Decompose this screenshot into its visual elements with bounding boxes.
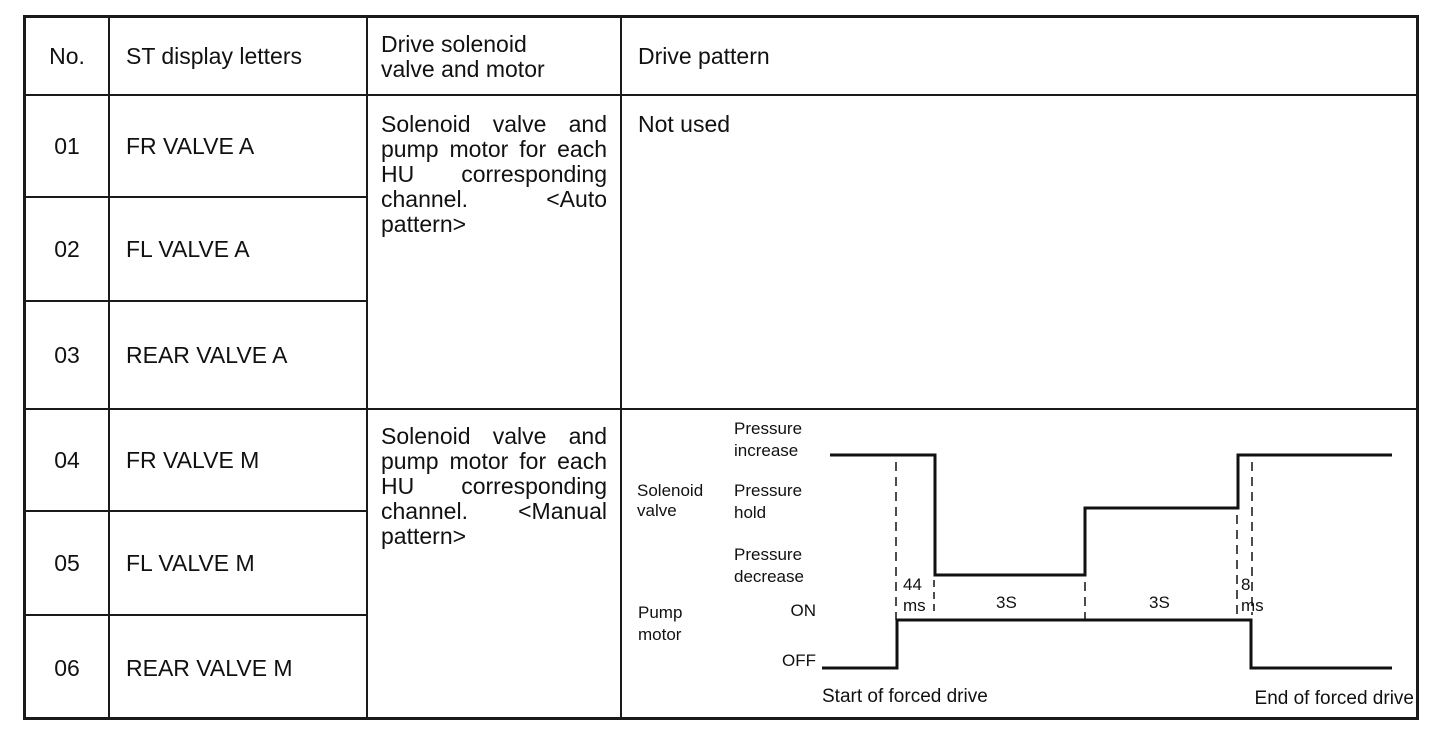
label-pressure-hold-2: hold [734,503,766,522]
row-02-letters-text: FL VALVE A [126,235,250,262]
row-05-no-text: 05 [54,549,80,576]
pump-motor-waveform [822,618,1392,670]
row-01-letters-text: FR VALVE A [126,132,255,159]
label-solenoid: Solenoid [637,481,703,500]
row-divider-4 [26,510,368,512]
label-start-forced-drive: Start of forced drive [822,686,988,707]
col-divider-1 [108,18,110,717]
row-02-no: 02 [26,198,108,300]
label-3s-first: 3S [996,593,1017,612]
header-drive-pattern: Drive pattern [638,18,1238,94]
row-06-letters: REAR VALVE M [126,616,366,720]
header-st-display-text: ST display letters [126,42,302,69]
header-no-text: No. [49,42,85,69]
solenoid-valve-waveform [830,453,1392,577]
label-pressure-decrease-1: Pressure [734,545,802,564]
figure-id: 14A0588 [1357,717,1410,720]
row-03-letters: REAR VALVE A [126,302,366,408]
col-divider-2 [366,18,368,717]
row-02-no-text: 02 [54,235,80,262]
auto-group-description: Solenoid valve and pump motor for each H… [381,112,607,237]
drive-pattern-timing-diagram: Pressure increase Pressure hold Pressure… [637,419,1414,720]
label-valve: valve [637,501,677,520]
row-06-letters-text: REAR VALVE M [126,654,293,681]
label-pressure-decrease-2: decrease [734,567,804,586]
label-pressure-increase-1: Pressure [734,419,802,438]
label-3s-second: 3S [1149,593,1170,612]
row-03-letters-text: REAR VALVE A [126,341,288,368]
label-44: 44 [903,575,922,594]
auto-drive-pattern: Not used [638,112,730,137]
row-01-no-text: 01 [54,132,80,159]
label-pressure-increase-2: increase [734,441,798,460]
row-divider-5 [26,614,368,616]
manual-group-description: Solenoid valve and pump motor for each H… [381,424,607,549]
row-04-no-text: 04 [54,446,80,473]
manual-pattern-text: <Manual pattern> [381,498,607,549]
not-used-text: Not used [638,111,731,137]
row-04-letters-text: FR VALVE M [126,446,260,473]
row-divider-1 [26,196,368,198]
header-no: No. [26,18,108,94]
label-ms-2: ms [1241,596,1264,615]
row-01-letters: FR VALVE A [126,96,366,196]
row-04-no: 04 [26,410,108,510]
label-8: 8 [1241,575,1250,594]
row-divider-2 [26,300,368,302]
header-drive-item-line2: valve and motor [381,56,545,82]
label-ms-1: ms [903,596,926,615]
row-05-no: 05 [26,512,108,614]
label-off: OFF [782,651,816,670]
auto-pattern-text: <Auto pattern> [381,186,607,237]
label-pressure-hold-1: Pressure [734,481,802,500]
row-04-letters: FR VALVE M [126,410,366,510]
header-divider [26,94,1416,96]
row-01-no: 01 [26,96,108,196]
row-06-no-text: 06 [54,654,80,681]
group-divider [26,408,1416,410]
col-divider-3 [620,18,622,717]
label-motor: motor [638,625,682,644]
row-03-no-text: 03 [54,341,80,368]
header-st-display: ST display letters [126,18,366,94]
header-drive-item-line1: Drive solenoid [381,31,527,57]
drive-table: No. ST display letters Drive solenoid va… [23,15,1419,720]
label-pump: Pump [638,603,682,622]
header-drive-item: Drive solenoid valve and motor [381,32,616,82]
header-drive-pattern-text: Drive pattern [638,42,770,69]
label-end-forced-drive: End of forced drive [1255,688,1414,709]
row-05-letters: FL VALVE M [126,512,366,614]
manual-description-text: Solenoid valve and pump motor for each H… [381,423,607,524]
label-on: ON [791,601,817,620]
row-03-no: 03 [26,302,108,408]
row-06-no: 06 [26,616,108,720]
row-02-letters: FL VALVE A [126,198,366,300]
auto-description-text: Solenoid valve and pump motor for each H… [381,111,607,212]
row-05-letters-text: FL VALVE M [126,549,255,576]
